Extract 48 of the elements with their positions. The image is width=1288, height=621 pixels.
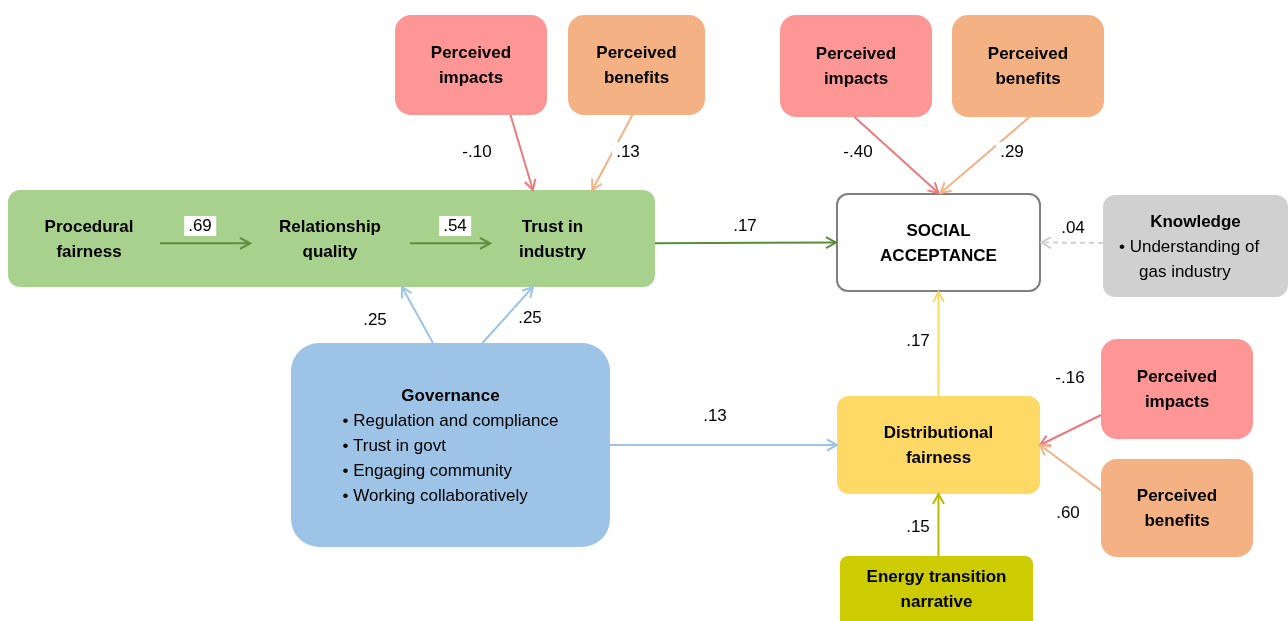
factor-box [952, 15, 1104, 117]
arrow [1039, 444, 1102, 492]
box-label: Perceived impacts [1135, 366, 1219, 413]
arrow [932, 291, 945, 397]
factor-box [291, 343, 610, 547]
box-label: Perceived benefits [986, 43, 1070, 90]
node-label: Relationship quality [250, 190, 410, 287]
box-label: Distributional fairness [882, 422, 995, 469]
box-heading: Governance [401, 384, 500, 407]
box-label: Perceived impacts [814, 43, 898, 90]
arrow [591, 114, 634, 191]
edge-label: .54 [439, 216, 471, 236]
factor-box [1101, 339, 1253, 439]
arrow [654, 236, 837, 250]
box-label: Energy transition narrative [865, 565, 1008, 613]
box-label: Perceived benefits [1135, 485, 1219, 532]
arrow [481, 286, 534, 344]
node-label: Procedural fairness [18, 190, 160, 287]
arrow [401, 286, 434, 344]
arrow [939, 116, 1031, 194]
group-band [8, 190, 655, 287]
arrow [853, 116, 940, 194]
factor-box [780, 15, 932, 117]
bullet-item: • Understanding of gas industry [1119, 235, 1261, 283]
bullet-item: • Trust in govt [342, 434, 447, 457]
arrow [509, 114, 537, 191]
bullet-item: • Working collaboratively [342, 484, 529, 507]
bullet-item: • Engaging community [342, 459, 514, 482]
factor-box [568, 15, 705, 115]
arrow [409, 236, 491, 250]
node-label: Trust in industry [490, 190, 655, 287]
bullet-item: • Regulation and compliance [342, 409, 559, 432]
arrow [932, 493, 945, 557]
factor-box [840, 556, 1033, 621]
edge-label: .69 [184, 216, 216, 236]
arrow [1040, 236, 1104, 250]
outcome-box [836, 193, 1041, 292]
box-label: SOCIAL ACCEPTANCE [879, 219, 998, 267]
arrow [1039, 414, 1102, 447]
arrow [159, 236, 251, 250]
box-heading: Knowledge [1150, 210, 1241, 233]
factor-box [1103, 195, 1288, 297]
factor-box [1101, 459, 1253, 557]
arrow [609, 438, 838, 452]
factor-box [395, 15, 547, 115]
box-label: Perceived impacts [429, 42, 513, 89]
box-label: Perceived benefits [595, 42, 678, 89]
factor-box [837, 396, 1040, 494]
